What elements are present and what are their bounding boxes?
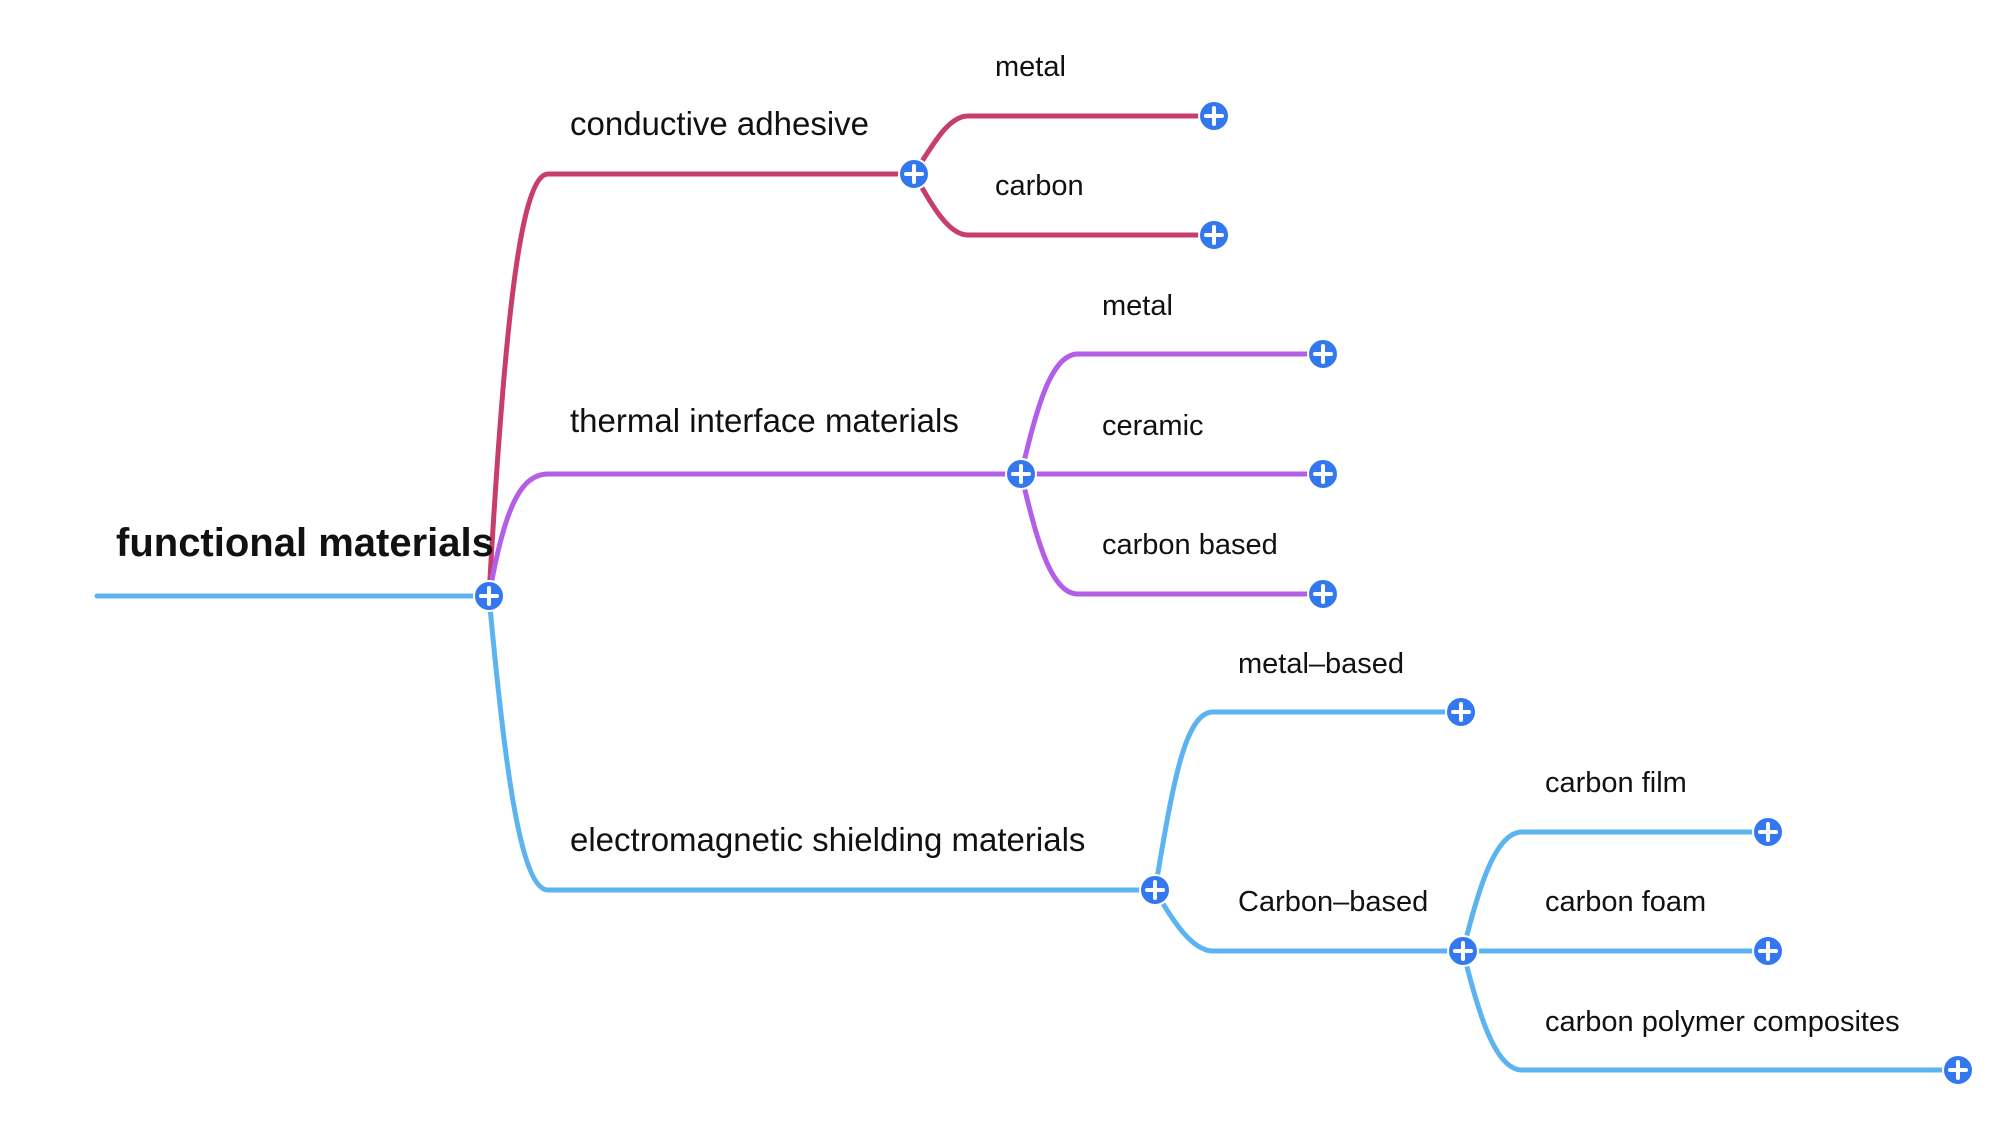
edge-thermal-metal [1018,351,1326,477]
plus-circle-icon[interactable] [1307,458,1339,490]
plus-circle-icon[interactable] [1198,100,1230,132]
node-label-carbon-film[interactable]: carbon film [1545,767,1687,799]
branch-label-conductive-adhesive[interactable]: conductive adhesive [570,105,869,142]
edge-conductive-metal [911,113,1217,177]
plus-circle-icon[interactable] [1307,338,1339,370]
plus-circle-icon[interactable] [1198,219,1230,251]
edge-emi-metal-based [1152,709,1464,893]
connectors [94,113,1961,1073]
node-label-thermal-metal[interactable]: metal [1102,290,1173,322]
node-label-thermal-ceramic[interactable]: ceramic [1102,410,1204,442]
node-label-emi-metal-based[interactable]: metal–based [1238,648,1404,680]
labels: functional materials conductive adhesive… [116,51,1900,1038]
expanders [473,100,1974,1086]
plus-circle-icon[interactable] [473,580,505,612]
branch-label-electromagnetic-shielding-materials[interactable]: electromagnetic shielding materials [570,821,1085,858]
plus-circle-icon[interactable] [1307,578,1339,610]
plus-circle-icon[interactable] [1447,935,1479,967]
plus-circle-icon[interactable] [898,158,930,190]
node-label-carbon-polymer-composites[interactable]: carbon polymer composites [1545,1006,1900,1038]
node-label-conductive-carbon[interactable]: carbon [995,170,1084,202]
node-label-thermal-carbon-based[interactable]: carbon based [1102,529,1278,561]
plus-circle-icon[interactable] [1942,1054,1974,1086]
node-label-conductive-metal[interactable]: metal [995,51,1066,83]
edge-root-thermal [486,471,1024,599]
plus-circle-icon[interactable] [1752,935,1784,967]
branch-label-thermal-interface-materials[interactable]: thermal interface materials [570,402,959,439]
edge-carbon-based-composites [1460,948,1961,1073]
node-label-carbon-foam[interactable]: carbon foam [1545,886,1706,918]
plus-circle-icon[interactable] [1752,816,1784,848]
edge-root-conductive [486,171,917,599]
plus-circle-icon[interactable] [1005,458,1037,490]
plus-circle-icon[interactable] [1139,874,1171,906]
edge-carbon-based-film [1460,829,1771,954]
edge-root-emi [486,593,1158,893]
node-label-emi-carbon-based[interactable]: Carbon–based [1238,886,1428,918]
plus-circle-icon[interactable] [1445,696,1477,728]
root-node-label[interactable]: functional materials [116,521,494,565]
edge-thermal-carbon-based [1018,471,1326,597]
